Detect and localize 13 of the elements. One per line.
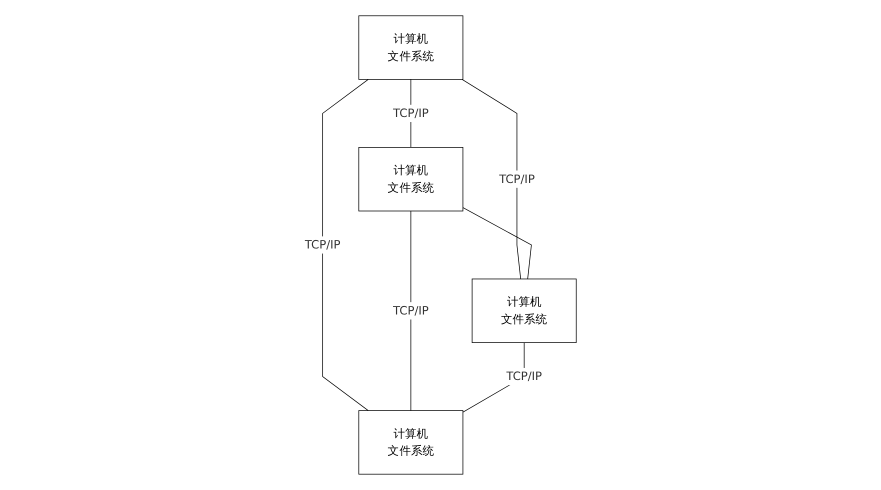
edge-label: TCP/IP xyxy=(506,369,542,384)
edge-label: TCP/IP xyxy=(304,238,341,252)
edge-label: TCP/IP xyxy=(499,172,535,186)
edge-label: TCP/IP xyxy=(392,304,429,318)
node-box: 计算机 文件系统 xyxy=(358,147,464,212)
connector xyxy=(410,210,412,411)
connector xyxy=(322,79,369,411)
node-box: 计算机 文件系统 xyxy=(358,15,464,80)
connector xyxy=(462,207,532,280)
edge-label: TCP/IP xyxy=(392,106,429,120)
node-box: 计算机 文件系统 xyxy=(472,278,577,343)
connector xyxy=(462,79,522,280)
node-box: 计算机 文件系统 xyxy=(358,410,464,475)
